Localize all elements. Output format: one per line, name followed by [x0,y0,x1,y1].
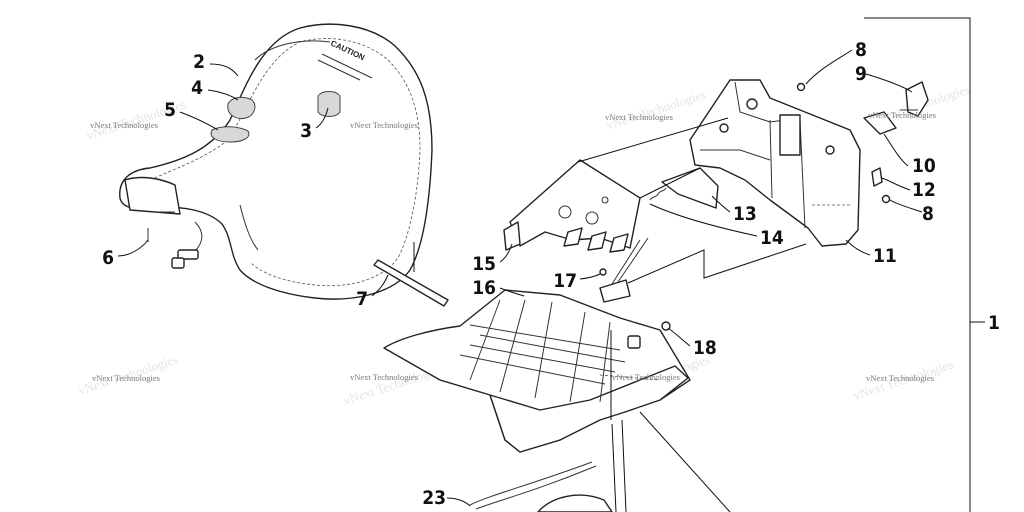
watermark-text: vNext Technologies [350,372,418,382]
bracket-10 [863,111,897,135]
callout-14: 14 [760,227,784,249]
callout-9: 9 [855,63,867,85]
callout-7: 7 [356,288,368,310]
callout-5: 5 [164,99,176,121]
callout-4: 4 [191,77,203,99]
callout-12: 12 [912,179,936,201]
callout-8-top: 8 [855,39,867,61]
callout-13: 13 [733,203,757,225]
screw-8 [881,194,891,204]
rear-housing-11 [689,79,861,247]
callout-10: 10 [912,155,936,177]
callout-2: 2 [193,51,205,73]
assembly-lines [413,17,985,512]
watermark-text: vNext Technologies [90,120,158,130]
watermark-text: vNext Technologies [350,120,418,130]
latch-13 [649,167,719,209]
callout-leaders [117,49,923,507]
clip-12 [871,167,883,187]
seat-base-16 [383,289,691,453]
callout-11: 11 [873,245,897,267]
seat: CAUTION [119,23,433,300]
hinge-9 [900,81,929,117]
callout-3: 3 [300,120,312,142]
watermark-text: vNext Technologies [605,112,673,122]
callout-23: 23 [422,487,446,509]
watermark-text: vNext Technologies [868,110,936,120]
callout-15: 15 [472,253,496,275]
cable-23 [469,461,613,512]
callout-6: 6 [102,247,114,269]
watermark-text: vNext Technologies [612,372,680,382]
callout-8-bottom: 8 [922,203,934,225]
watermark-text: vNext Technologies [866,373,934,383]
latch-bracket-17 [599,237,649,303]
screw-8 [796,82,806,92]
callout-1: 1 [988,312,1000,334]
watermark-text: vNext Technologies [92,373,160,383]
callout-16: 16 [472,277,496,299]
callout-17: 17 [553,270,577,292]
watermark-captions: vNext Technologies vNext Technologies vN… [90,110,936,383]
mount-bracket-15 [503,159,641,253]
callout-labels: 2 4 5 3 6 7 8 9 10 12 8 11 13 14 15 17 1… [102,39,1000,509]
seat-strap [373,259,449,307]
callout-18: 18 [693,337,717,359]
watermark-bg: vNext Technologies [604,86,707,132]
